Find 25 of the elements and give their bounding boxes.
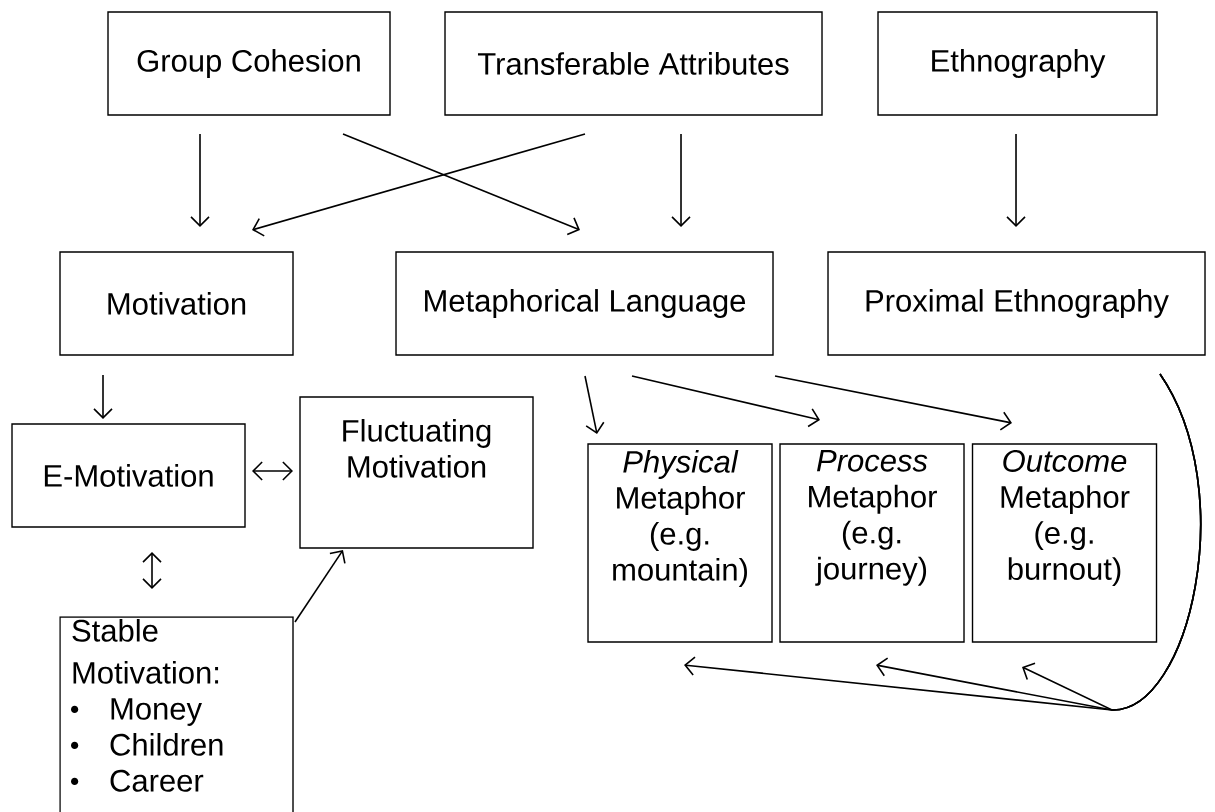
arrow — [252, 461, 293, 481]
arrow — [1022, 373, 1202, 711]
arrow — [774, 375, 1012, 431]
text-box: Metaphorical Language — [395, 251, 774, 356]
text-box: E-Motivation — [11, 423, 246, 528]
text-box: Outcome Metaphor (e.g. burnout) — [971, 443, 1158, 643]
text-box: Transferable Attributes — [444, 11, 823, 116]
arrow — [142, 552, 162, 589]
text-box: Motivation — [59, 251, 294, 356]
arrow — [1006, 133, 1026, 227]
text-box: Proximal Ethnography — [827, 251, 1206, 356]
arrow — [252, 133, 586, 237]
text-box: Ethnography — [877, 11, 1158, 116]
arrow — [631, 375, 820, 428]
arrow — [342, 133, 580, 236]
text-box: Process Metaphor (e.g. journey) — [779, 443, 965, 643]
list-box: Stable Motivation: Money Children Career — [59, 616, 294, 812]
text-box: Physical Metaphor (e.g. mountain) — [587, 443, 773, 643]
arrow — [190, 133, 210, 227]
arrow — [93, 374, 113, 419]
arrow — [671, 133, 691, 227]
arrow — [294, 550, 346, 623]
text-box: Fluctuating Motivation — [299, 396, 534, 549]
arrow — [584, 375, 605, 434]
text-box: Group Cohesion — [107, 11, 391, 116]
